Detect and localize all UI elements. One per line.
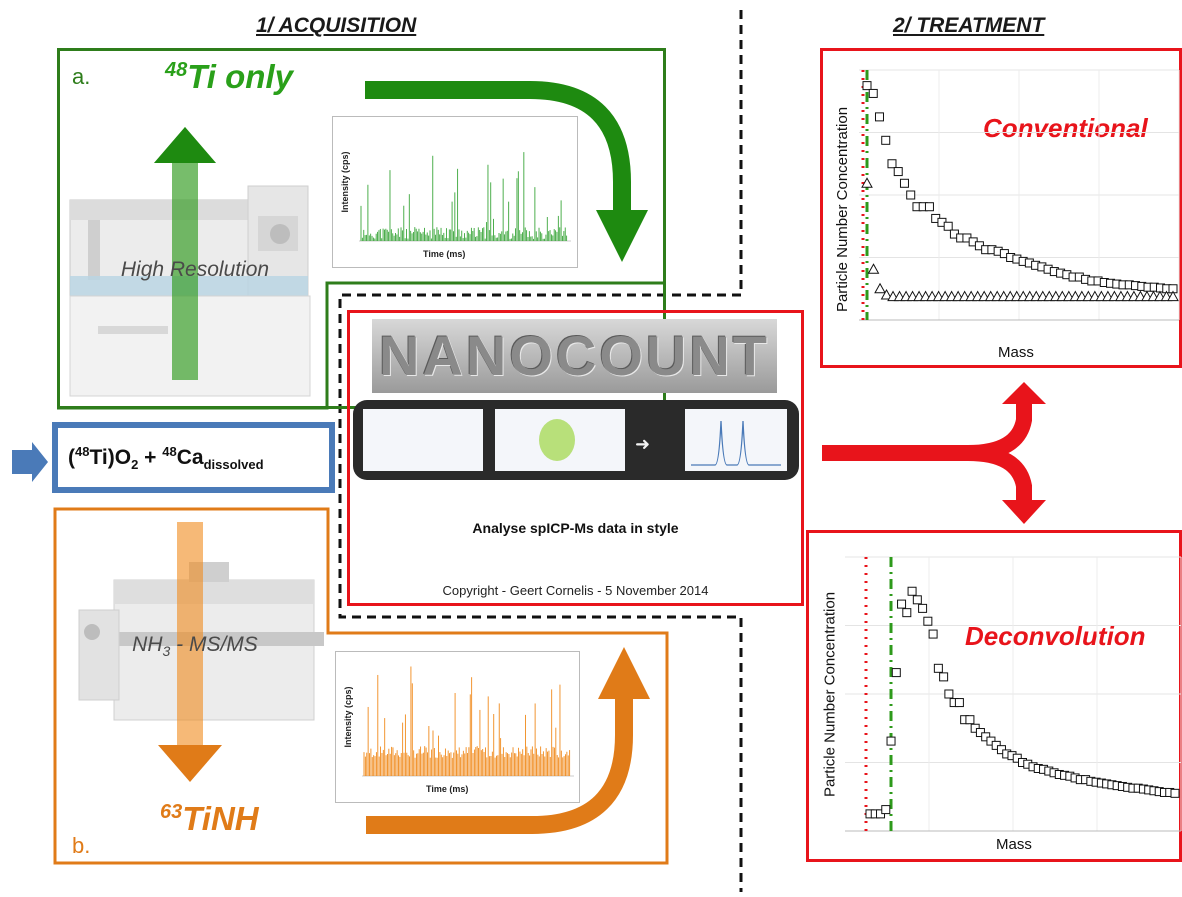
sample-ca: Ca	[176, 446, 204, 469]
data-point-square	[902, 608, 912, 618]
data-point-square	[939, 672, 949, 682]
sample-ti: Ti)O	[89, 446, 132, 469]
sample-open: (	[68, 446, 75, 469]
nanocount-workflow-strip: ➜	[353, 400, 799, 480]
isotope-b-text: TiNH	[182, 800, 259, 837]
machine-b-sub: 3	[162, 643, 171, 660]
mini-chart-a-xlabel: Time (ms)	[423, 249, 466, 259]
data-point-square	[881, 805, 891, 815]
nanocount-copyright: Copyright - Geert Cornelis - 5 November …	[442, 583, 709, 598]
intensity-chart-a: Intensity (cps) Time (ms)	[332, 116, 578, 268]
conventional-chart	[859, 69, 1180, 321]
data-point-square	[918, 603, 928, 613]
nanocount-logo-banner	[372, 319, 777, 393]
data-point-square	[897, 599, 907, 609]
data-point-square	[924, 202, 934, 212]
data-point-square	[893, 167, 903, 177]
green-curved-arrow-icon	[365, 81, 648, 262]
deconvolution-chart	[845, 556, 1182, 832]
data-point-square	[944, 689, 954, 699]
red-split-arrow-icon	[822, 382, 1046, 524]
data-point-triangle	[1167, 290, 1179, 302]
data-point-square	[874, 112, 884, 122]
isotope-a-sup: 48	[165, 59, 188, 81]
sample-sup-2: 48	[162, 444, 177, 459]
sample-box: (48Ti)O2 + 48Cadissolved	[52, 422, 335, 493]
data-point-square	[886, 736, 896, 746]
data-point-square	[965, 715, 975, 725]
data-point-triangle	[861, 177, 873, 188]
nanocount-logo: NANOCOUNT	[379, 324, 770, 387]
machine-b-rest: - MS/MS	[170, 633, 258, 656]
data-point-square	[881, 135, 891, 145]
machine-b-main: NH	[132, 633, 163, 656]
conventional-chart-panel: Conventional Particle Number Concentrati…	[820, 48, 1182, 368]
nanocount-tagline: Analyse spICP-Ms data in style	[472, 520, 679, 536]
sample-formula: (48Ti)O2 + 48Cadissolved	[68, 444, 264, 472]
isotope-a-text: Ti only	[187, 58, 293, 95]
intensity-chart-b: Intensity (cps) Time (ms)	[335, 651, 580, 803]
sample-input-arrow-icon	[12, 442, 48, 482]
orange-curved-arrow-icon	[366, 647, 650, 834]
workflow-image-1	[363, 409, 483, 471]
data-point-square	[887, 159, 897, 169]
heading-acquisition: 1/ ACQUISITION	[256, 14, 417, 37]
deconvolution-ylabel: Particle Number Concentration	[821, 591, 839, 798]
data-point-square	[923, 616, 933, 626]
data-point-square	[906, 190, 916, 200]
conventional-title: Conventional	[983, 113, 1148, 143]
sample-sub-dissolved: dissolved	[203, 457, 264, 473]
data-point-square	[943, 221, 953, 231]
workflow-image-3	[685, 409, 787, 471]
conventional-xlabel: Mass	[998, 344, 1034, 361]
machine-label-b: NH3 - MS/MS	[85, 633, 305, 659]
panel-b-letter: b.	[72, 833, 91, 858]
mini-chart-b-ylabel: Intensity (cps)	[343, 686, 353, 748]
icp-ms-instrument-b-image	[78, 562, 324, 721]
panel-a-isotope: 48Ti only	[165, 58, 293, 96]
data-point-triangle	[880, 288, 893, 300]
data-point-triangle	[874, 282, 886, 294]
workflow-ellipse	[539, 419, 575, 461]
deconvolution-xlabel: Mass	[996, 836, 1032, 853]
sample-plus: +	[138, 446, 163, 469]
data-point-square	[912, 595, 922, 605]
data-point-square	[933, 663, 943, 673]
data-point-square	[868, 88, 878, 98]
data-point-square	[928, 629, 938, 639]
isotope-b-sup: 63	[160, 801, 183, 823]
machine-label-a: High Resolution	[120, 258, 270, 281]
heading-treatment: 2/ TREATMENT	[893, 14, 1045, 37]
data-point-square	[954, 698, 964, 708]
panel-b-isotope: 63TiNH	[160, 800, 259, 838]
sample-sub-2: 2	[131, 457, 139, 473]
mini-chart-a-spikes	[359, 152, 571, 242]
workflow-arrow-icon: ➜	[635, 434, 651, 454]
data-point-square	[1170, 788, 1180, 798]
data-point-square	[907, 586, 917, 596]
orange-down-arrow-icon	[158, 522, 222, 782]
mini-chart-a-ylabel: Intensity (cps)	[340, 151, 350, 213]
nanocount-panel: NANOCOUNT ➜ Analyse spICP-Ms data in sty…	[347, 310, 804, 606]
workflow-peaks	[691, 420, 781, 466]
mini-chart-b-spikes	[362, 666, 574, 777]
conventional-ylabel: Particle Number Concentration	[834, 106, 851, 313]
data-point-square	[862, 81, 872, 91]
deconvolution-chart-panel: Deconvolution Particle Number Concentrat…	[806, 530, 1182, 862]
data-point-triangle	[867, 263, 880, 274]
data-point-square	[899, 178, 909, 188]
panel-a-letter: a.	[72, 64, 91, 89]
green-up-arrow-icon	[154, 127, 216, 380]
data-point-square	[891, 668, 901, 678]
workflow-image-2	[495, 409, 625, 471]
mini-chart-b-xlabel: Time (ms)	[426, 784, 469, 794]
sample-sup-1: 48	[75, 444, 90, 459]
